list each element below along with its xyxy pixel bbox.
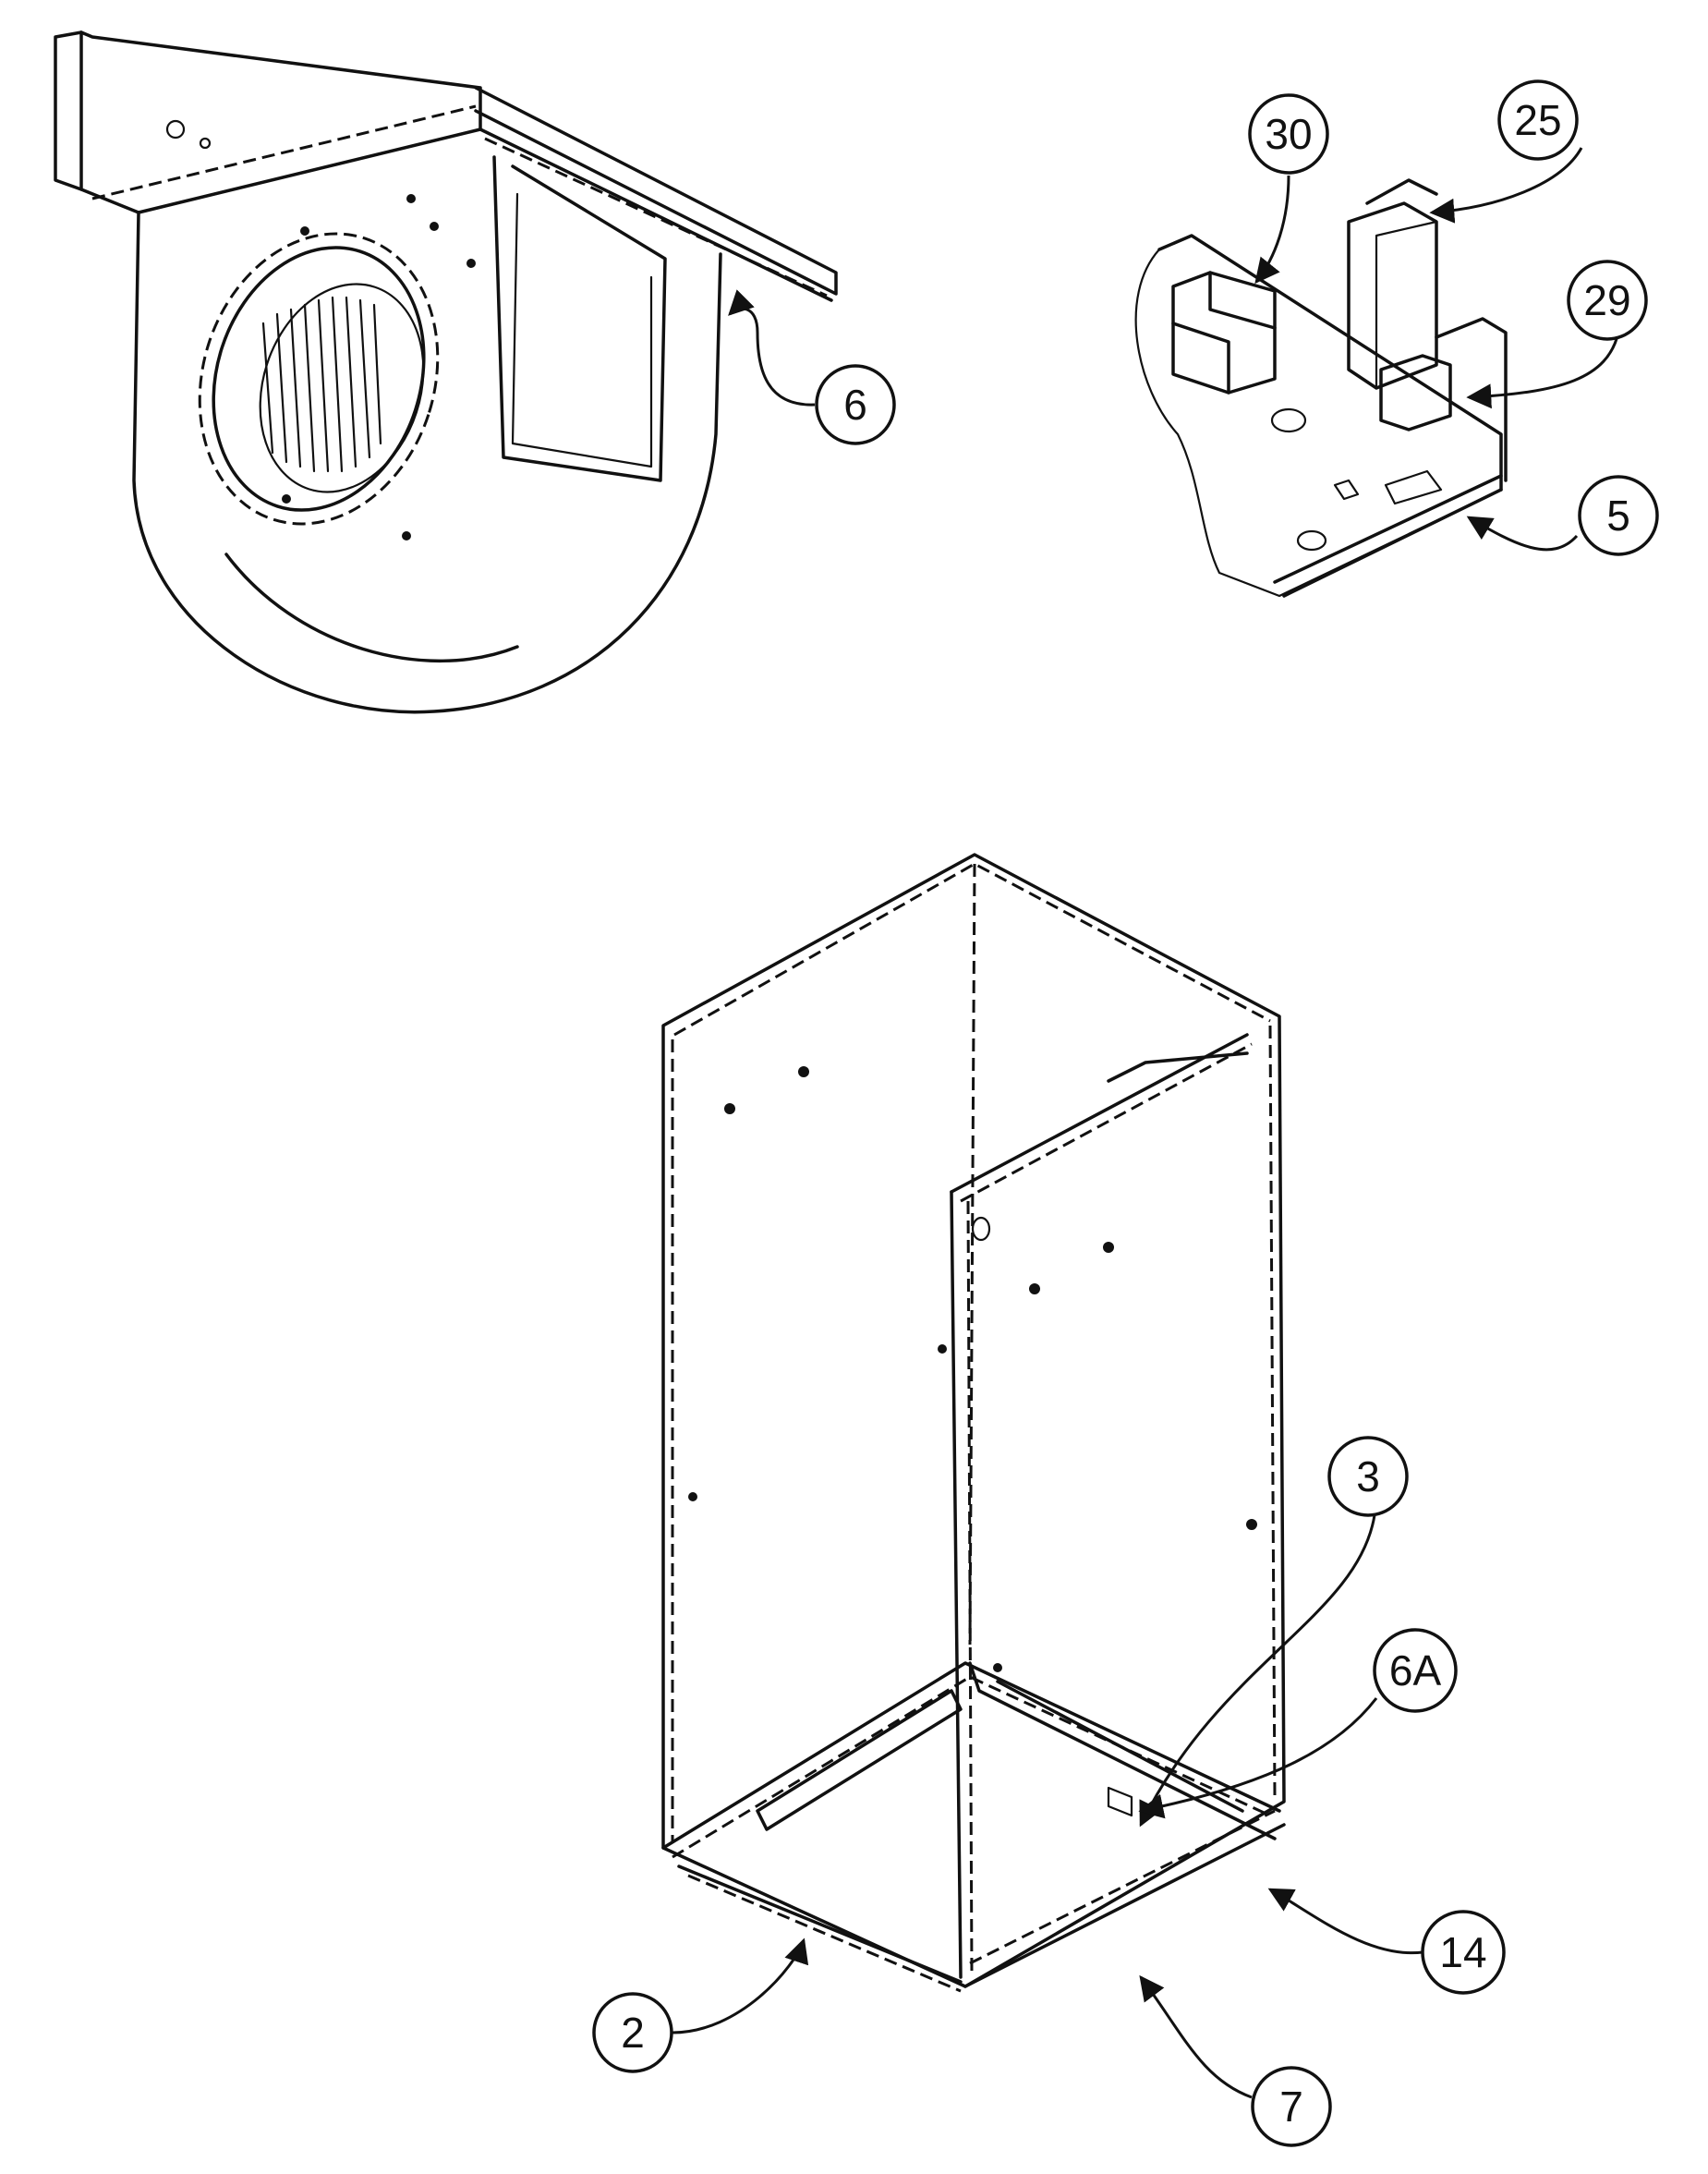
callout-3-label: 3 [1356, 1452, 1380, 1500]
cabinet-assembly [661, 853, 1286, 1993]
callout-5-label: 5 [1606, 492, 1630, 540]
blower-assembly [54, 30, 838, 714]
callout-6A-label: 6A [1389, 1646, 1442, 1694]
callout-5: 5 [1578, 475, 1659, 556]
callout-30-label: 30 [1265, 110, 1312, 158]
callout-6A: 6A [1373, 1628, 1458, 1713]
callout-29-label: 29 [1583, 276, 1630, 324]
callout-25-label: 25 [1514, 96, 1561, 144]
callout-14-label: 14 [1439, 1928, 1486, 1976]
callout-6: 6 [815, 364, 896, 445]
callout-2: 2 [592, 1992, 673, 2073]
callout-7: 7 [1251, 2066, 1332, 2147]
callout-25: 25 [1497, 79, 1579, 161]
callout-30: 30 [1248, 93, 1329, 175]
callout-3: 3 [1327, 1436, 1409, 1517]
callout-14: 14 [1421, 1910, 1506, 1995]
control-box-assembly [1134, 178, 1508, 598]
callout-2-label: 2 [621, 2009, 645, 2057]
callout-7-label: 7 [1279, 2083, 1303, 2131]
callout-29: 29 [1567, 260, 1648, 341]
leader-lines [672, 147, 1620, 2099]
callout-6-label: 6 [843, 381, 867, 429]
